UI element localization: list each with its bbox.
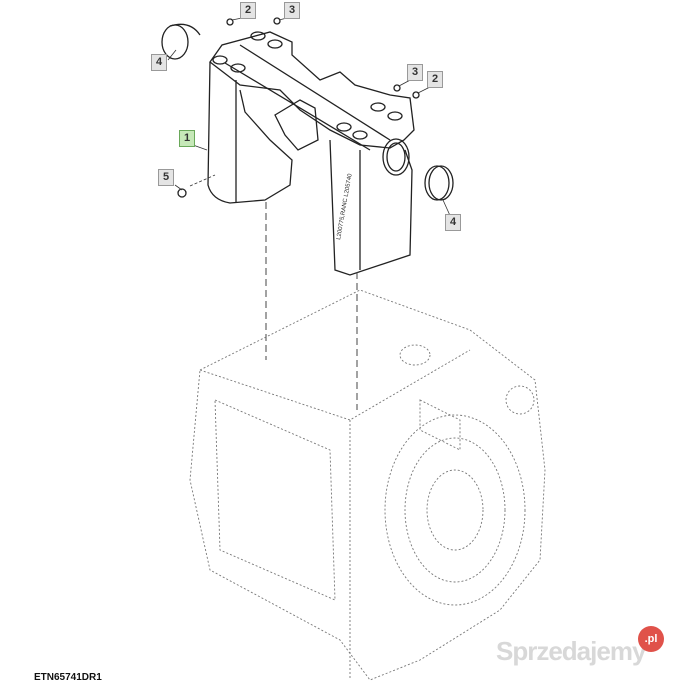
callout-part-3[interactable]: 3 bbox=[407, 64, 423, 81]
alignment-lines bbox=[265, 202, 358, 410]
watermark: Sprzedajemy bbox=[496, 636, 646, 666]
callout-part-5[interactable]: 5 bbox=[158, 169, 174, 186]
callout-part-2[interactable]: 2 bbox=[427, 71, 443, 88]
figure-id: ETN65741DR1 bbox=[34, 672, 102, 683]
transmission-housing-phantom bbox=[189, 289, 546, 681]
leader-lines bbox=[167, 16, 453, 221]
rear-axle-housing bbox=[161, 17, 454, 276]
callout-part-4[interactable]: 4 bbox=[151, 54, 167, 71]
watermark-badge: .pl bbox=[638, 626, 664, 652]
callout-part-1[interactable]: 1 bbox=[179, 130, 195, 147]
svg-text:L200775,RANC L205740: L200775,RANC L205740 bbox=[336, 173, 354, 241]
callout-part-3[interactable]: 3 bbox=[284, 2, 300, 19]
callout-part-4[interactable]: 4 bbox=[445, 214, 461, 231]
callout-part-2[interactable]: 2 bbox=[240, 2, 256, 19]
casting-text: L200775,RANC L205740 bbox=[336, 173, 354, 241]
